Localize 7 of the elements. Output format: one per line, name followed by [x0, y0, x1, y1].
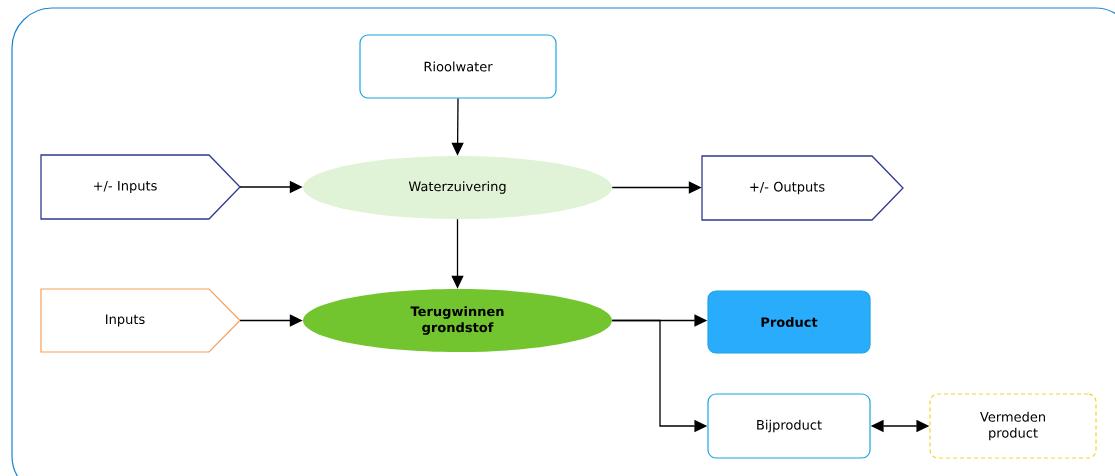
pentagon-arrow-box: +/- Inputs [40, 154, 241, 220]
process-box: Bijproduct [707, 393, 871, 459]
pentagon-arrow-box: +/- Outputs [701, 155, 904, 221]
process-box: Rioolwater [359, 34, 557, 99]
process-box: Vermeden product [929, 393, 1097, 459]
process-box: Product [707, 290, 871, 354]
pentagon-arrow-box: Inputs [40, 288, 241, 353]
